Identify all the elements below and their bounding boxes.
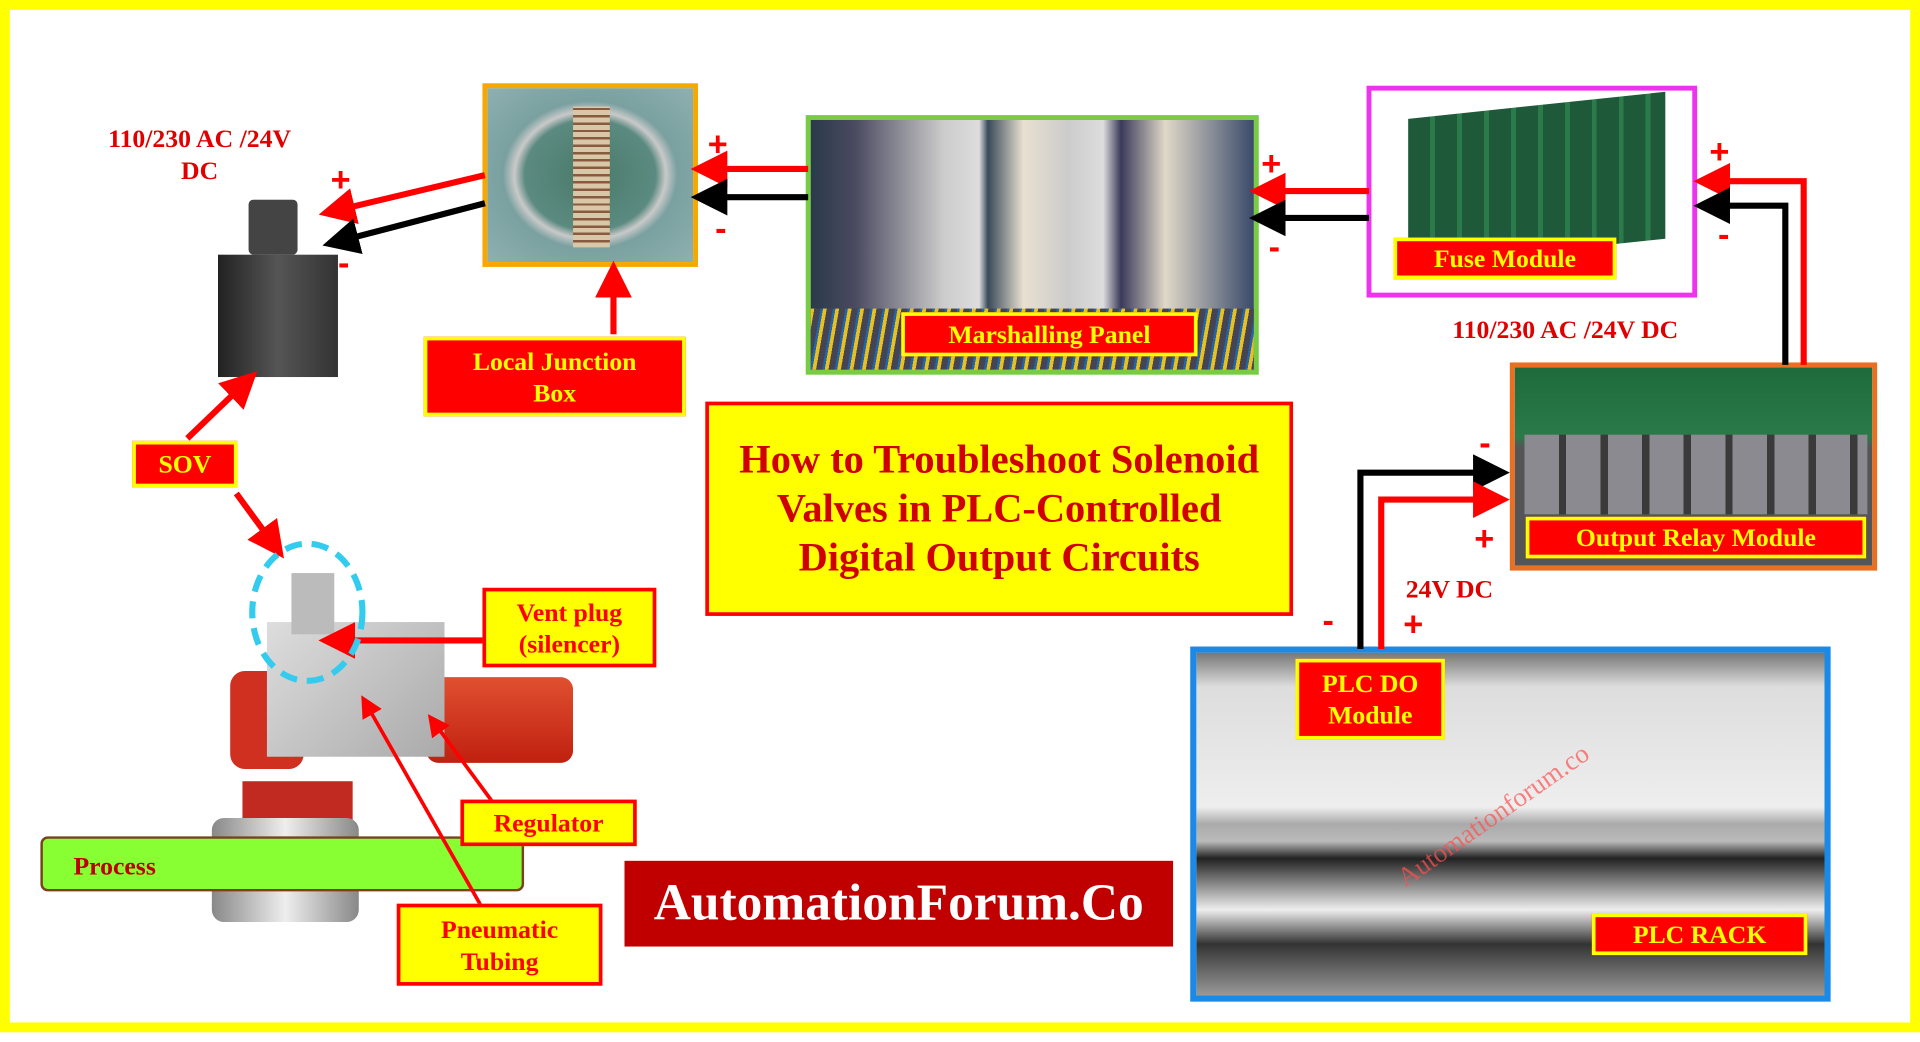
process-label: Process — [73, 851, 156, 881]
local-junction-box-label: Local Junction Box — [423, 336, 686, 417]
pointer-arrow — [427, 714, 495, 805]
plus-sign: + — [1403, 604, 1424, 643]
minus-sign: - — [715, 209, 727, 248]
wire-positive — [1693, 162, 1807, 365]
wire-negative — [1357, 454, 1510, 649]
process-pipe — [40, 836, 525, 892]
wire-positive — [318, 172, 486, 225]
sov-supply-label: 110/230 AC /24V DC — [108, 123, 292, 185]
vent-plug-highlight — [249, 540, 366, 684]
minus-sign: - — [1322, 601, 1334, 640]
marshalling-panel-label: Marshalling Panel — [901, 312, 1198, 357]
minus-sign: - — [337, 243, 350, 282]
dc-supply-label: 24V DC — [1405, 574, 1494, 604]
fuse-module-label: Fuse Module — [1393, 237, 1617, 280]
plus-sign: + — [330, 160, 351, 199]
vent-plug-label: Vent plug (silencer) — [482, 587, 657, 668]
sov-label: SOV — [132, 440, 238, 488]
minus-sign: - — [1479, 423, 1491, 462]
plus-sign: + — [1709, 132, 1730, 171]
solenoid-valve-photo — [217, 199, 340, 378]
wire-positive — [1378, 481, 1510, 649]
plus-sign: + — [707, 124, 728, 163]
wire-negative — [322, 200, 486, 255]
pointer-arrow — [185, 371, 258, 441]
pneumatic-tubing-label: Pneumatic Tubing — [396, 903, 603, 986]
page-title: How to Troubleshoot Solenoid Valves in P… — [705, 401, 1294, 616]
minus-sign: - — [1268, 227, 1281, 266]
minus-sign: - — [1717, 215, 1730, 254]
plc-do-module-label: PLC DO Module — [1295, 658, 1445, 740]
junction-box-photo — [482, 83, 698, 267]
relay-supply-label: 110/230 AC /24V DC — [1452, 314, 1679, 345]
wiring-arrows — [185, 150, 1807, 908]
pointer-arrow — [233, 491, 284, 559]
brand-banner: AutomationForum.Co — [624, 860, 1174, 947]
output-relay-module-label: Output Relay Module — [1525, 516, 1867, 559]
plus-sign: + — [1474, 519, 1495, 558]
pointer-arrow — [361, 695, 483, 908]
regulator-label: Regulator — [460, 799, 637, 847]
plus-sign: + — [1261, 144, 1282, 183]
plc-rack-label: PLC RACK — [1591, 913, 1808, 956]
wire-negative — [1693, 187, 1789, 365]
